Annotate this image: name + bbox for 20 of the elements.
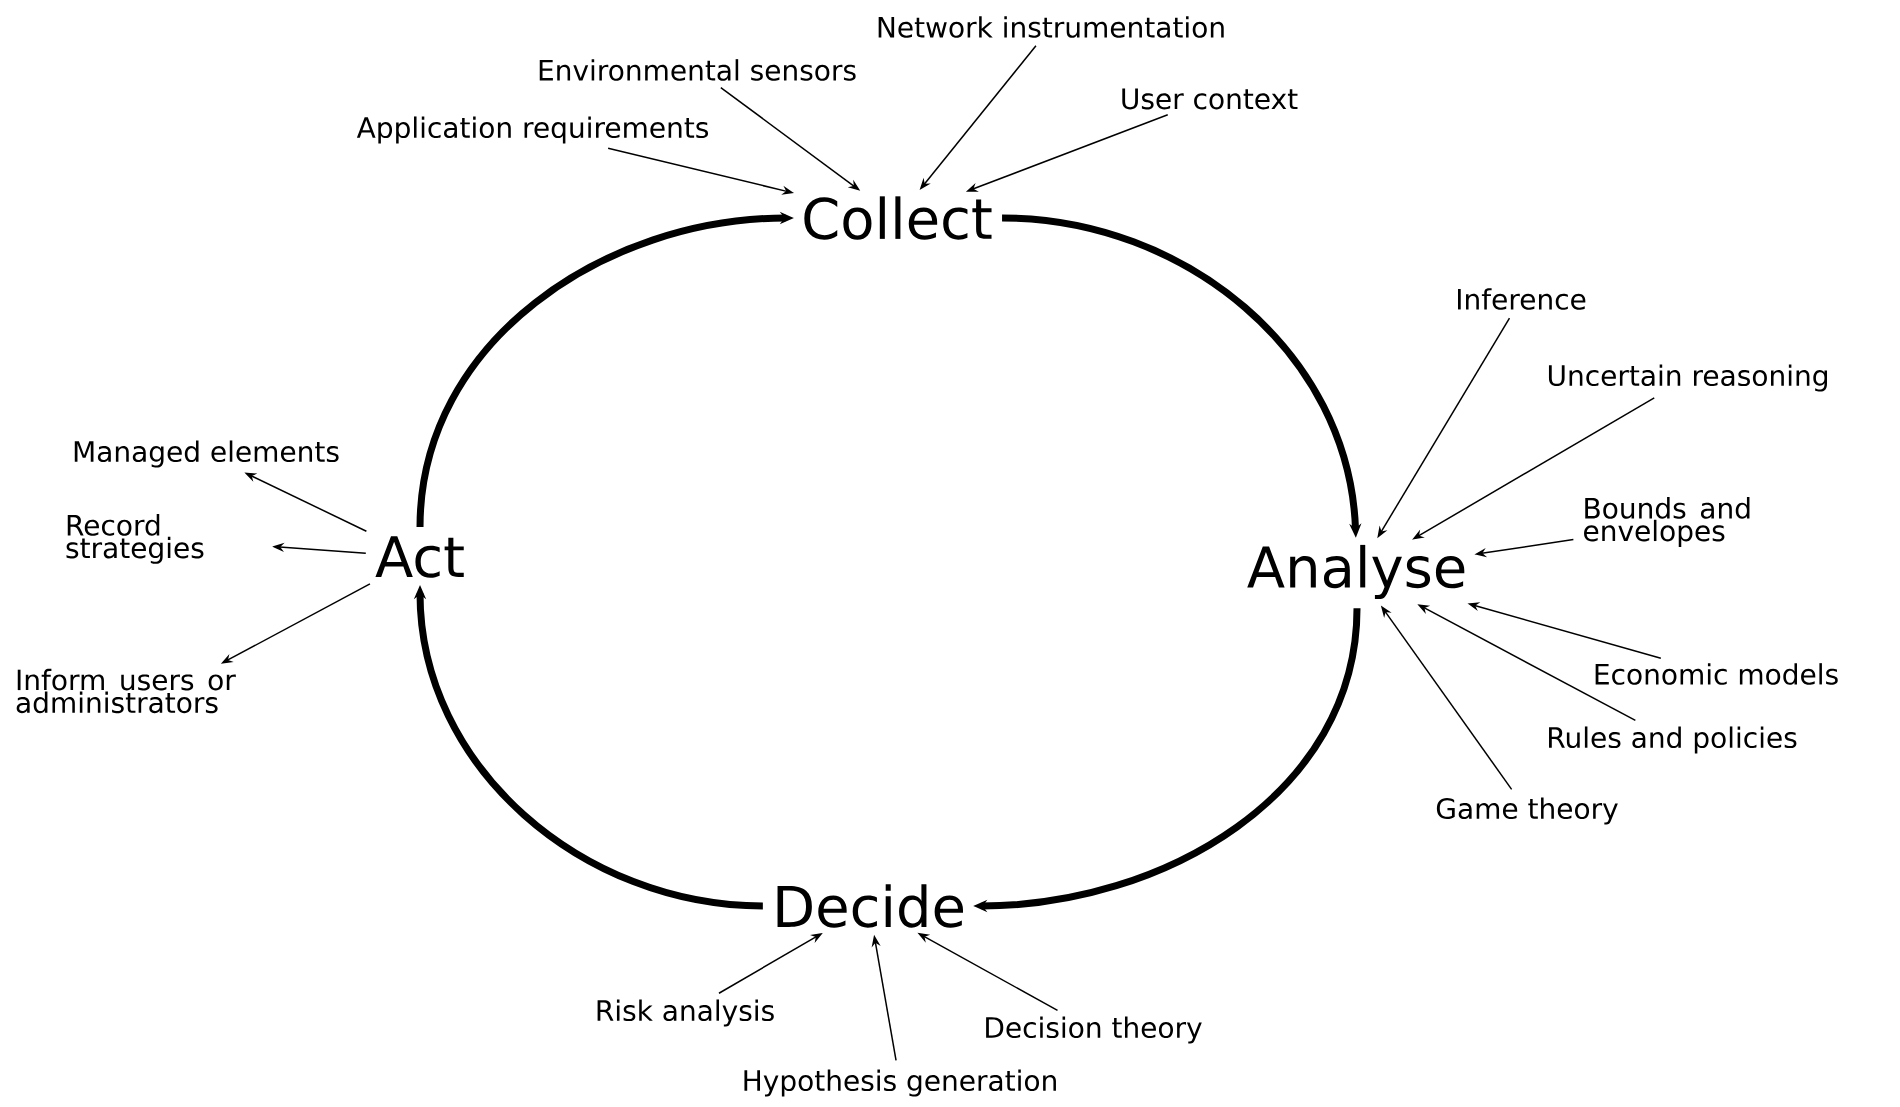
input-label: Environmental sensors xyxy=(539,59,856,81)
stage-label: Collect xyxy=(804,196,992,240)
stage-label: Act xyxy=(375,536,464,578)
input-label: Inform users or administrators xyxy=(16,668,236,714)
input-label: User context xyxy=(1122,88,1298,110)
input-label: Decision theory xyxy=(986,1016,1202,1044)
input-label: Bounds and envelopes xyxy=(1584,497,1750,547)
input-label: Inference xyxy=(1457,288,1586,310)
input-label: Economic models xyxy=(1595,663,1838,685)
input-label: Application requirements xyxy=(356,116,709,144)
input-label: Hypothesis generation xyxy=(744,1069,1056,1097)
input-label: Risk analysis xyxy=(597,999,774,1027)
input-label: Uncertain reasoning xyxy=(1548,364,1827,392)
input-label: Rules and policies xyxy=(1549,726,1797,754)
input-label: Network instrumentation xyxy=(878,16,1224,38)
stage-label: Decide xyxy=(777,884,963,928)
input-label: Record strategies xyxy=(66,514,204,564)
stage-label: Analyse xyxy=(1247,544,1465,600)
input-label: Game theory xyxy=(1436,797,1618,825)
input-label: Managed elements xyxy=(74,440,339,468)
